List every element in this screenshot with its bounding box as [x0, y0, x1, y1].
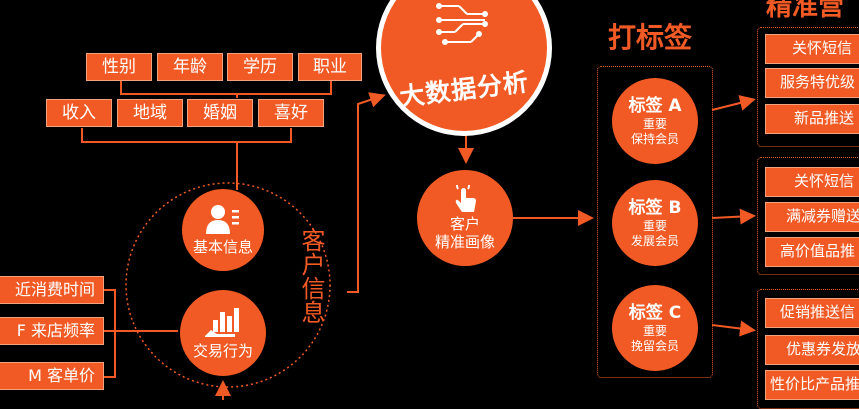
connector-lines	[81, 80, 756, 400]
marketing-item-a2: 服务特优级	[765, 68, 859, 98]
basic-info-node: 基本信息	[182, 189, 264, 271]
rfm-recency: 近消费时间	[0, 276, 104, 304]
circuit-icon	[435, 0, 491, 46]
attribute-tag-hobby: 喜好	[258, 99, 324, 127]
portrait-label-line2: 精准画像	[434, 233, 495, 251]
label-a-line2: 保持会员	[630, 132, 679, 146]
attribute-tag-occupation: 职业	[298, 53, 362, 81]
customer-info-label: 客户信息	[297, 228, 325, 324]
label-b-line2: 发展会员	[630, 234, 679, 248]
marketing-item-c3: 性价比产品推	[765, 370, 859, 400]
marketing-item-b2: 满减券赠送	[765, 202, 859, 232]
marketing-group-b	[757, 157, 859, 275]
marketing-item-c1: 促销推送信	[765, 298, 859, 328]
marketing-item-b1: 关怀短信	[765, 167, 859, 197]
transaction-behavior-label: 交易行为	[192, 342, 253, 360]
customer-portrait-node: 客户 精准画像	[417, 170, 513, 266]
marketing-group-a	[757, 27, 859, 147]
attribute-tag-age: 年龄	[157, 53, 223, 81]
label-a-node: 标签 A 重要 保持会员	[612, 78, 698, 164]
touch-hand-icon	[452, 185, 478, 213]
tagging-title: 打标签	[608, 21, 693, 54]
label-b-title: 标签 B	[628, 198, 682, 218]
label-c-title: 标签 C	[628, 303, 682, 323]
label-a-line1: 重要	[642, 117, 667, 131]
basic-info-label: 基本信息	[192, 238, 253, 256]
labels-container	[597, 66, 713, 378]
label-c-line2: 挽留会员	[630, 339, 679, 353]
label-b-node: 标签 B 重要 发展会员	[612, 180, 698, 266]
big-data-circle	[381, 0, 547, 131]
attribute-tag-marriage: 婚姻	[187, 99, 253, 127]
marketing-item-b3: 高价值品推	[765, 237, 859, 267]
marketing-title: 精准营	[766, 0, 845, 22]
attribute-tag-income: 收入	[46, 99, 112, 127]
label-a-title: 标签 A	[628, 96, 682, 116]
portrait-label-line1: 客户	[449, 215, 480, 233]
rfm-monetary: M 客单价	[0, 362, 104, 390]
label-c-node: 标签 C 重要 挽留会员	[612, 285, 698, 371]
attribute-tag-region: 地域	[117, 99, 183, 127]
attribute-tag-education: 学历	[227, 53, 293, 81]
rfm-frequency: F 来店频率	[0, 317, 104, 345]
attribute-tag-gender: 性别	[86, 53, 152, 81]
person-card-icon	[206, 204, 240, 234]
label-b-line1: 重要	[642, 219, 667, 233]
marketing-item-a1: 关怀短信	[765, 34, 859, 64]
bar-chart-hand-icon	[205, 306, 241, 338]
marketing-item-c2: 优惠券发放	[765, 335, 859, 365]
marketing-item-a3: 新品推送	[765, 104, 859, 134]
label-c-line1: 重要	[642, 324, 667, 338]
transaction-behavior-node: 交易行为	[180, 290, 266, 376]
